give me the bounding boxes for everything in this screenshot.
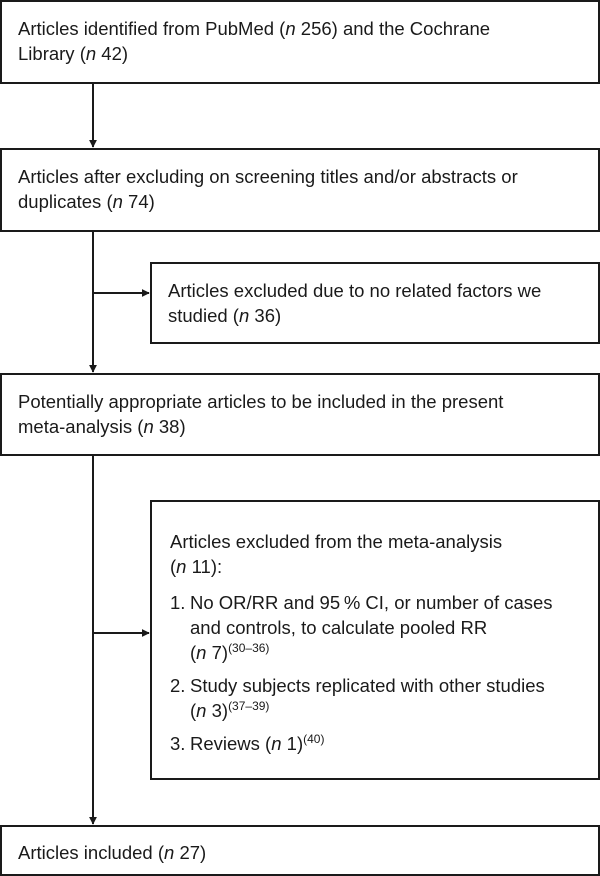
box-excluded-no-related-factors-line1: Articles excluded due to no related fact… [168, 280, 542, 301]
exclusion-reason-text: No OR/RR and 95 % CI, or number of cases… [190, 592, 553, 663]
exclusion-reason-number: 1. [170, 592, 186, 613]
box-excluded-from-meta-analysis: Articles excluded from the meta-analysis… [150, 500, 600, 780]
box-articles-included-line1: Articles included (n 27) [18, 842, 207, 863]
box-potentially-appropriate-line1: Potentially appropriate articles to be i… [18, 391, 504, 412]
exclusion-reason-item: 1.No OR/RR and 95 % CI, or number of cas… [170, 590, 582, 665]
reference-superscript: (37–39) [228, 699, 270, 713]
exclusion-reason-text: Study subjects replicated with other stu… [190, 675, 545, 721]
box-excluded-title: Articles excluded from the meta-analysis… [170, 529, 582, 579]
reference-superscript: (40) [303, 732, 325, 746]
box-after-screening: Articles after excluding on screening ti… [0, 148, 600, 232]
box-potentially-appropriate: Potentially appropriate articles to be i… [0, 373, 600, 456]
exclusion-reason-item: 3.Reviews (n 1)(40) [170, 731, 582, 756]
box-identified-line2: Library (n 42) [18, 43, 129, 64]
box-potentially-appropriate-line2: meta-analysis (n 38) [18, 416, 186, 437]
box-excluded-title-line1: Articles excluded from the meta-analysis [170, 531, 503, 552]
box-excluded-no-related-factors-line2: studied (n 36) [168, 305, 282, 326]
reference-superscript: (30–36) [228, 641, 270, 655]
box-excluded-no-related-factors: Articles excluded due to no related fact… [150, 262, 600, 344]
exclusion-reason-number: 2. [170, 675, 186, 696]
box-articles-included: Articles included (n 27) [0, 825, 600, 876]
exclusion-reason-text: Reviews (n 1)(40) [190, 732, 325, 754]
box-after-screening-line2: duplicates (n 74) [18, 191, 155, 212]
box-after-screening-line1: Articles after excluding on screening ti… [18, 166, 518, 187]
box-identified-line1: Articles identified from PubMed (n 256) … [18, 18, 491, 39]
exclusion-reason-number: 3. [170, 733, 186, 754]
box-identified: Articles identified from PubMed (n 256) … [0, 0, 600, 84]
exclusion-reasons-list: 1.No OR/RR and 95 % CI, or number of cas… [170, 590, 582, 756]
box-excluded-title-line2: (n 11): [170, 556, 223, 577]
exclusion-reason-item: 2.Study subjects replicated with other s… [170, 673, 582, 723]
